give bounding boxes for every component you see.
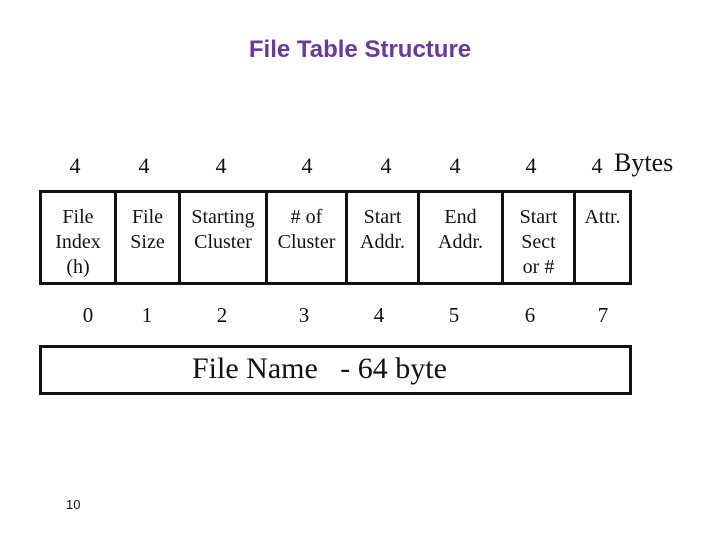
page-number: 10 [66,497,81,512]
field-index-4: 4 [373,303,385,327]
field-index-2: 2 [216,303,228,327]
field-label: Start Sect or # [519,206,558,278]
field-label: Start Addr. [360,206,405,253]
field-index-6: 6 [524,303,536,327]
byte-size-7: 4 [591,153,603,178]
field-file-index: File Index (h) [42,193,117,282]
byte-size-5: 4 [449,153,461,178]
file-table-fields: File Index (h) File Size Starting Cluste… [39,190,632,285]
field-label: File Index (h) [55,206,101,278]
byte-size-3: 4 [301,153,313,178]
byte-size-0: 4 [69,153,81,178]
field-label: Starting Cluster [191,206,255,253]
slide-title: File Table Structure [248,36,472,63]
field-file-size: File Size [117,193,181,282]
byte-size-1: 4 [138,153,150,178]
byte-size-6: 4 [525,153,537,178]
field-label: File Size [130,206,165,253]
field-cluster-count: # of Cluster [268,193,348,282]
field-index-0: 0 [82,303,94,327]
file-name-field: File Name - 64 byte [39,345,632,395]
field-label: Attr. [584,206,621,228]
field-label: End Addr. [438,206,483,253]
field-start-addr: Start Addr. [348,193,420,282]
field-index-5: 5 [448,303,460,327]
field-index-1: 1 [141,303,153,327]
field-index-7: 7 [597,303,609,327]
field-starting-cluster: Starting Cluster [181,193,268,282]
byte-size-2: 4 [215,153,227,178]
byte-size-4: 4 [380,153,392,178]
field-label: # of Cluster [277,206,336,253]
field-end-addr: End Addr. [420,193,504,282]
file-name-label: File Name - 64 byte [192,352,447,385]
field-attr: Attr. [576,193,629,282]
field-start-sect: Start Sect or # [504,193,576,282]
field-index-3: 3 [298,303,310,327]
bytes-unit-label: Bytes [614,148,674,177]
